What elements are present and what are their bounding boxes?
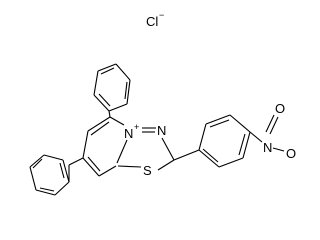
bond-inner — [124, 81, 128, 100]
bond-inner — [98, 93, 111, 107]
bond — [173, 149, 200, 161]
nitrogen-cation-charge: + — [134, 122, 139, 132]
nitro-group: N O O — [249, 101, 296, 161]
bond — [43, 154, 64, 161]
chloride-charge: − — [159, 10, 164, 20]
nitrophenyl-ring — [173, 114, 251, 168]
bond — [242, 131, 251, 159]
bond — [272, 147, 285, 152]
bond — [108, 103, 128, 112]
nitro-nitrogen-label: N — [263, 140, 272, 155]
bond — [54, 181, 70, 196]
bond — [93, 94, 110, 112]
thiadiazole-ring — [117, 127, 175, 171]
chloride-ion: Cl − — [146, 10, 164, 29]
bond-inner — [209, 119, 230, 128]
bond — [29, 154, 45, 168]
bond-c7-phenyl — [68, 157, 84, 166]
phenyl-ring-top — [93, 63, 131, 112]
bond — [126, 79, 131, 105]
bond — [97, 63, 117, 72]
bond — [229, 114, 251, 133]
chemical-structure: Cl − — [29, 10, 296, 196]
bond — [117, 165, 142, 168]
bond — [115, 63, 131, 81]
bond — [218, 157, 244, 168]
bond — [98, 165, 117, 177]
bond-inner — [39, 187, 55, 192]
bond — [205, 114, 231, 125]
bond-inner — [32, 158, 43, 169]
bond — [269, 116, 279, 135]
bond — [93, 70, 99, 96]
ring-atoms: N + N S — [124, 122, 166, 178]
bond — [82, 157, 100, 177]
phenyl-ring-left — [29, 154, 70, 196]
bond-inner — [90, 121, 110, 136]
nitro-oxygen-bottom-label: O — [286, 146, 296, 161]
bond — [87, 116, 111, 132]
bond-c5-phenyl — [108, 110, 111, 118]
bond — [82, 130, 89, 159]
bond-inner — [100, 67, 115, 75]
bond — [157, 159, 175, 171]
bond-inner — [87, 156, 101, 172]
bond — [249, 131, 263, 143]
bond — [265, 114, 275, 133]
bond — [62, 159, 70, 183]
bond — [161, 137, 175, 161]
bond — [198, 149, 220, 168]
bond-inner — [59, 162, 65, 179]
bond — [198, 123, 207, 151]
bond — [29, 166, 37, 191]
nitrogen-label: N — [157, 123, 166, 138]
bond — [109, 116, 125, 126]
bond — [116, 139, 128, 164]
chloride-label: Cl — [146, 14, 158, 29]
bond — [35, 189, 56, 196]
bond-inner — [238, 133, 246, 156]
pyridinium-ring — [82, 116, 128, 177]
nitrogen-cation-label: N — [124, 126, 133, 141]
sulfur-label: S — [143, 163, 152, 178]
bond-inner — [202, 148, 219, 163]
nitro-oxygen-top-label: O — [275, 101, 285, 116]
